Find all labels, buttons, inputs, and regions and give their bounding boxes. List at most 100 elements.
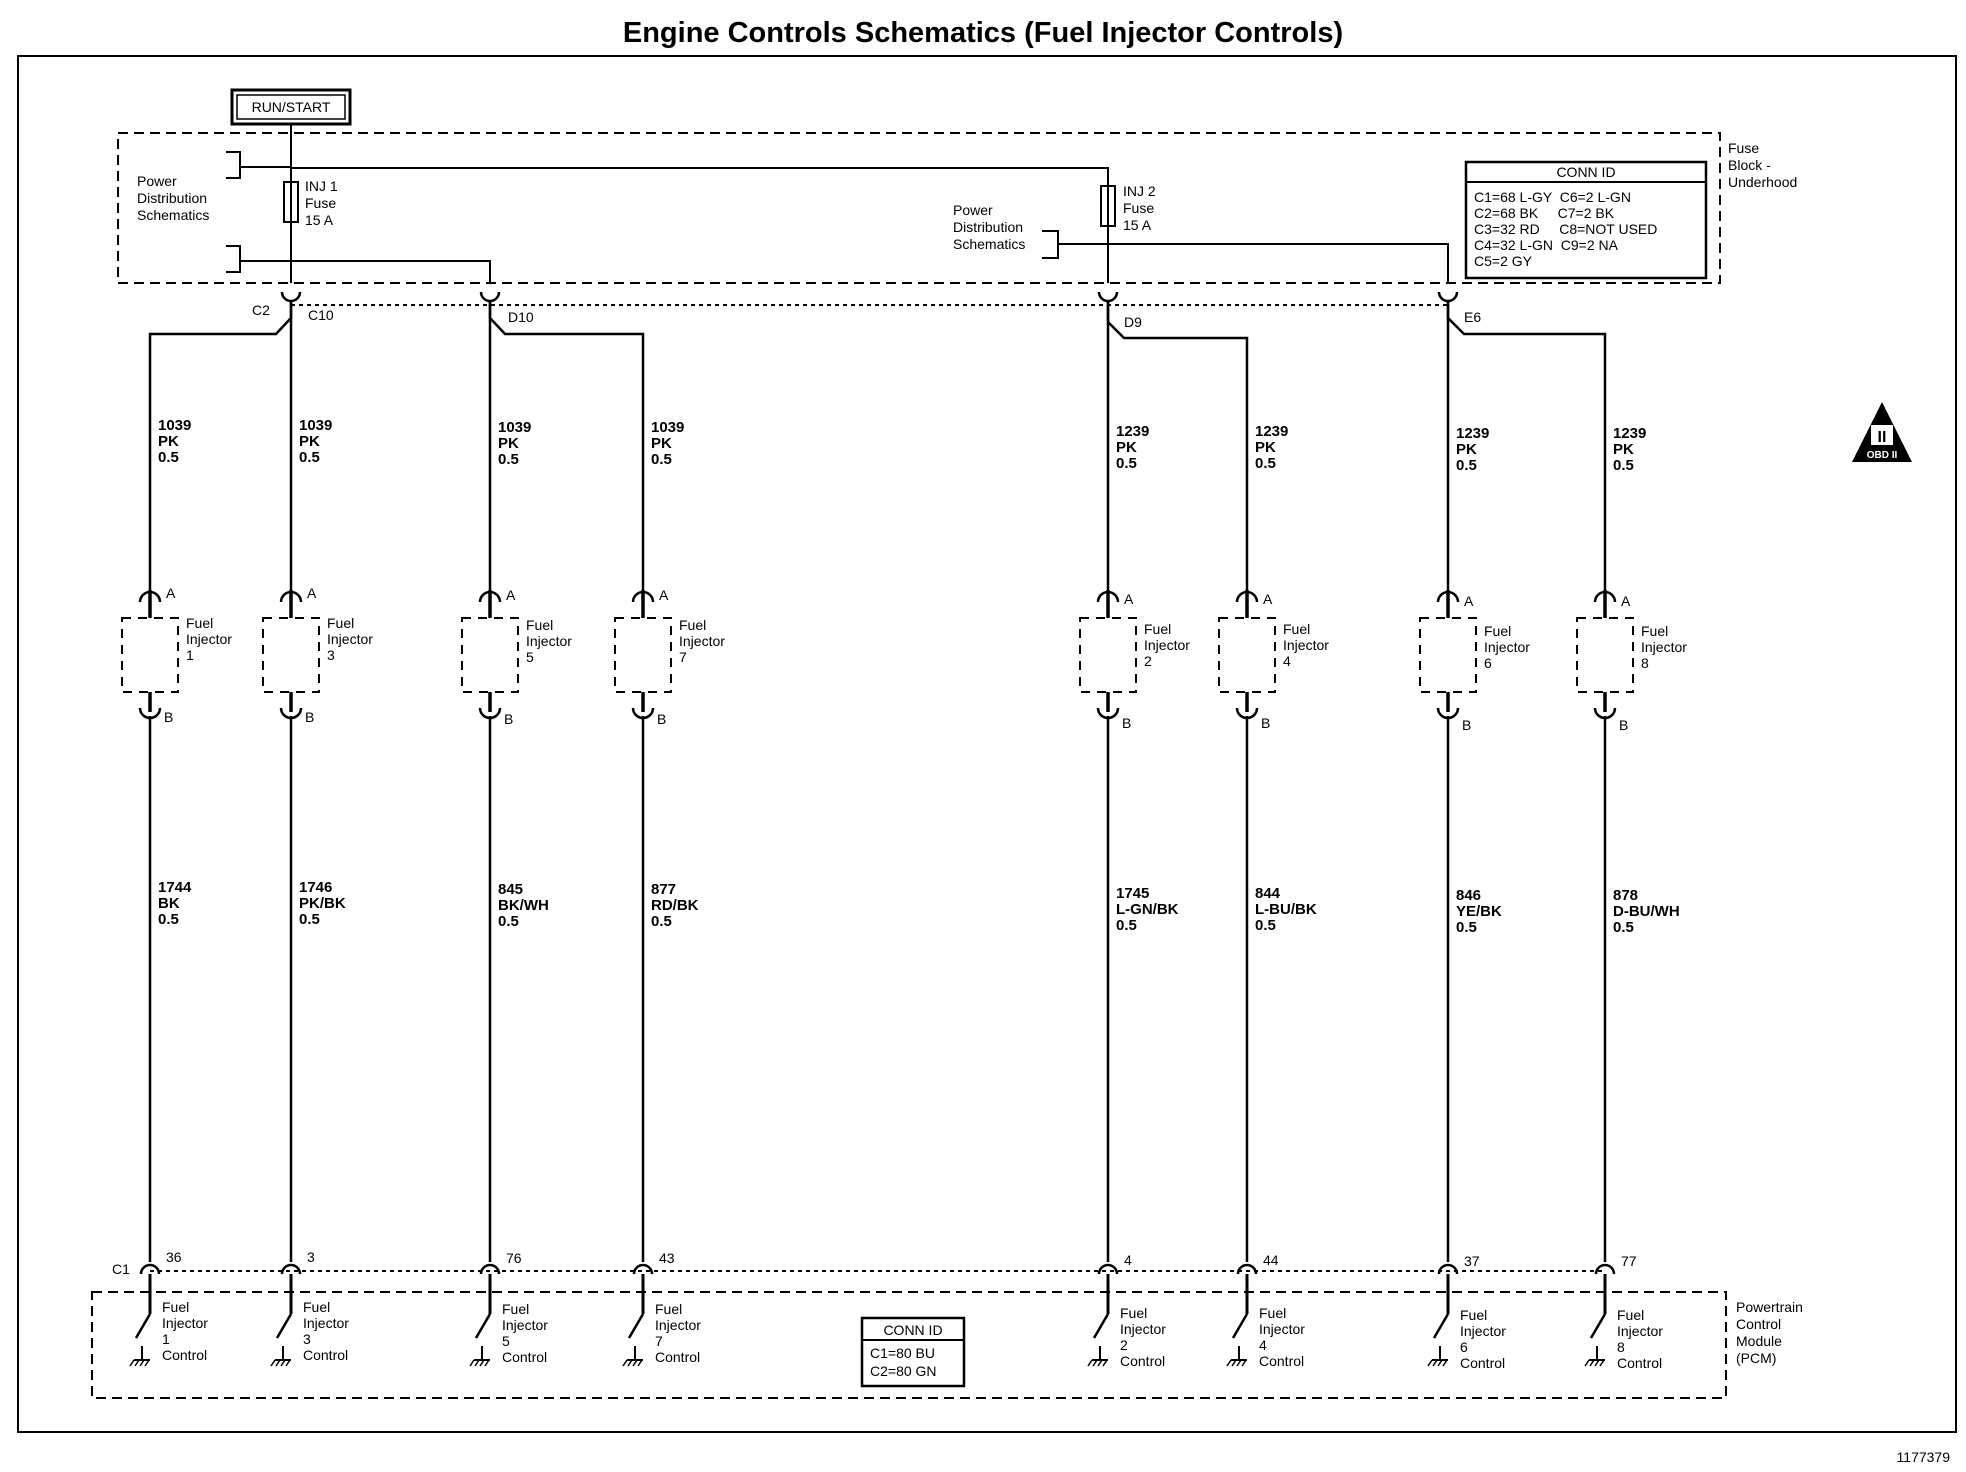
svg-text:1744: 1744 (158, 879, 192, 896)
svg-text:L-BU/BK: L-BU/BK (1255, 901, 1317, 918)
svg-text:Fuel: Fuel (1641, 623, 1668, 639)
pcm-connector-8 (1594, 1263, 1616, 1275)
pcm-outline (91, 1291, 1727, 1399)
supply-wire-e6 (1058, 243, 1449, 283)
pcm-connector-6 (1437, 1263, 1459, 1275)
svg-text:Fuel: Fuel (679, 617, 706, 633)
svg-text:846: 846 (1456, 887, 1481, 904)
ground-icon (1226, 1359, 1247, 1367)
svg-text:PK/BK: PK/BK (299, 895, 346, 912)
svg-text:Injector: Injector (1641, 639, 1687, 655)
svg-text:PK: PK (299, 433, 320, 450)
svg-text:Control: Control (655, 1349, 700, 1365)
svg-text:Injector: Injector (502, 1317, 548, 1333)
pcm-connector-1 (139, 1263, 161, 1275)
pcm-pin-2: 4 (1124, 1252, 1132, 1268)
pcm-connector-5 (479, 1263, 501, 1275)
svg-text:Fuel: Fuel (1259, 1305, 1286, 1321)
svg-text:Control: Control (502, 1349, 547, 1365)
pcm-label: Powertrain Control Module (PCM) (1736, 1299, 1803, 1366)
svg-text:1745: 1745 (1116, 885, 1149, 902)
pin-b-6: B (1462, 717, 1471, 733)
svg-text:Fuel: Fuel (1484, 623, 1511, 639)
svg-text:0.5: 0.5 (299, 449, 320, 466)
pin-a-6: A (1464, 593, 1474, 609)
pcm-switch-4 (1231, 1313, 1249, 1339)
svg-text:1: 1 (186, 647, 194, 663)
svg-text:0.5: 0.5 (1255, 455, 1276, 472)
fuel-injector-2 (1079, 617, 1137, 693)
svg-text:7: 7 (655, 1333, 663, 1349)
svg-text:Schematics: Schematics (137, 207, 209, 223)
svg-text:Module: Module (1736, 1333, 1782, 1349)
svg-text:Control: Control (1736, 1316, 1781, 1332)
splice-c2: C2 (252, 302, 270, 318)
svg-text:Distribution: Distribution (953, 219, 1023, 235)
pcm-switch-7 (627, 1313, 645, 1339)
pin-b-5: B (504, 711, 513, 727)
svg-text:878: 878 (1613, 887, 1638, 904)
svg-text:844: 844 (1255, 885, 1281, 902)
ground-icon (129, 1359, 150, 1367)
svg-text:D-BU/WH: D-BU/WH (1613, 903, 1680, 920)
injector-column-4: 1239PK0.5AFuelInjector4B844L-BU/BK0.544F… (1218, 423, 1329, 1369)
svg-text:Injector: Injector (1120, 1321, 1166, 1337)
svg-text:1: 1 (162, 1331, 170, 1347)
pcm-switch-5 (474, 1313, 492, 1339)
svg-text:Injector: Injector (186, 631, 232, 647)
svg-text:2: 2 (1144, 653, 1152, 669)
svg-text:Fuse: Fuse (305, 195, 336, 211)
svg-text:Power: Power (953, 202, 993, 218)
svg-text:0.5: 0.5 (158, 449, 179, 466)
svg-text:Control: Control (1259, 1353, 1304, 1369)
svg-text:0.5: 0.5 (498, 451, 519, 468)
svg-text:PK: PK (1456, 441, 1477, 458)
injector-column-5: 1039PK0.5AFuelInjector5B845BK/WH0.576Fue… (461, 419, 572, 1367)
pcm-pin-1: 36 (166, 1249, 182, 1265)
svg-text:2: 2 (1120, 1337, 1128, 1353)
pcm-connector-3 (280, 1263, 302, 1275)
pcm-connector-2 (1097, 1263, 1119, 1275)
fuel-injector-3 (262, 617, 320, 693)
pcm-connector-4 (1236, 1263, 1258, 1275)
fuse-block-label: Fuse Block - Underhood (1728, 140, 1797, 190)
pin-b-3: B (305, 709, 314, 725)
svg-text:BK: BK (158, 895, 180, 912)
svg-text:0.5: 0.5 (1613, 457, 1634, 474)
figure-id: 1177379 (1897, 1449, 1951, 1465)
pcm-switch-1 (134, 1313, 152, 1339)
svg-text:PK: PK (1255, 439, 1276, 456)
svg-text:1039: 1039 (158, 417, 191, 434)
ground-icon (1087, 1359, 1108, 1367)
pcm-switch-2 (1092, 1313, 1110, 1339)
pcm-switch-8 (1589, 1313, 1607, 1339)
svg-text:PK: PK (1613, 441, 1634, 458)
pcm-pin-5: 76 (506, 1250, 522, 1266)
svg-text:PK: PK (1116, 439, 1137, 456)
conn-id-table-pcm: CONN ID C1=80 BU C2=80 GN (860, 1316, 966, 1388)
splice-d10: D10 (508, 309, 534, 325)
svg-text:BK/WH: BK/WH (498, 897, 549, 914)
svg-text:YE/BK: YE/BK (1456, 903, 1502, 920)
pin-a-8: A (1621, 593, 1631, 609)
svg-text:8: 8 (1641, 655, 1649, 671)
svg-text:Injector: Injector (327, 631, 373, 647)
svg-text:6: 6 (1484, 655, 1492, 671)
fuel-injector-5 (461, 617, 519, 693)
svg-text:Fuse: Fuse (1728, 140, 1759, 156)
svg-text:0.5: 0.5 (1456, 919, 1477, 936)
splice-d9: D9 (1124, 314, 1142, 330)
svg-text:PK: PK (651, 435, 672, 452)
svg-text:0.5: 0.5 (1116, 455, 1137, 472)
svg-text:C1=68 L-GY C6=2 L-GN: C1=68 L-GY C6=2 L-GN (1474, 189, 1631, 205)
pcm-connector-7 (632, 1263, 654, 1275)
injector-column-6: 1239PK0.5AFuelInjector6B846YE/BK0.537Fue… (1419, 425, 1530, 1371)
